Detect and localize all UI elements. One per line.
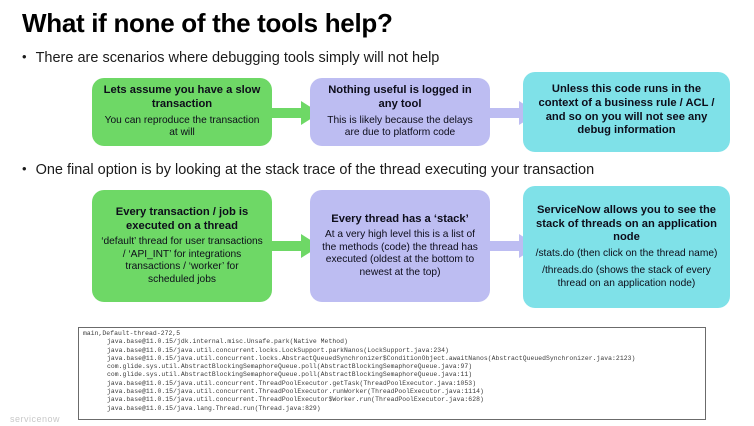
process-box-row2-1: Every transaction / job is executed on a… [92, 190, 272, 302]
process-box-body: ‘default’ thread for user transactions /… [101, 236, 263, 285]
page-title: What if none of the tools help? [22, 8, 393, 38]
stack-trace-line: com.glide.sys.util.AbstractBlockingSemap… [107, 371, 473, 379]
stack-trace-line: java.base@11.0.15/java.util.concurrent.l… [107, 346, 449, 354]
process-box-row1-2: Nothing useful is logged in any tool Thi… [310, 78, 490, 146]
brand-footer: servicenow [10, 414, 61, 424]
process-box-row2-3: ServiceNow allows you to see the stack o… [523, 186, 730, 308]
process-box-body: This is likely because the delays are du… [327, 114, 473, 139]
bullet-item-1: • There are scenarios where debugging to… [22, 49, 440, 66]
arrow-right-green-row1 [268, 101, 320, 125]
stack-trace-line: java.base@11.0.15/java.util.concurrent.T… [107, 396, 484, 404]
process-box-row2-2: Every thread has a ‘stack’ At a very hig… [310, 190, 490, 302]
stack-trace-line: java.base@11.0.15/jdk.internal.misc.Unsa… [107, 338, 348, 346]
process-box-heading: Lets assume you have a slow transaction [103, 84, 261, 111]
stack-trace-line: java.base@11.0.15/java.lang.Thread.run(T… [107, 404, 321, 412]
bullet-text-1: There are scenarios where debugging tool… [35, 50, 440, 66]
process-box-heading: Every transaction / job is executed on a… [115, 205, 249, 232]
process-box-row1-1: Lets assume you have a slow transaction … [92, 78, 272, 146]
process-box-heading: Nothing useful is logged in any tool [328, 84, 472, 111]
process-box-body: At a very high level this is a list of t… [322, 229, 478, 278]
bullet-marker-icon: • [22, 161, 27, 176]
process-box-heading: Unless this code runs in the context of … [538, 83, 715, 137]
bullet-text-2: One final option is by looking at the st… [35, 162, 595, 178]
stack-trace-line: java.base@11.0.15/java.util.concurrent.T… [107, 379, 477, 387]
stack-trace-line: java.base@11.0.15/java.util.concurrent.l… [107, 354, 636, 362]
process-box-row1-3: Unless this code runs in the context of … [523, 72, 730, 152]
bullet-marker-icon: • [22, 49, 27, 64]
process-box-body: You can reproduce the transaction at wil… [104, 114, 260, 139]
stack-trace-line: java.base@11.0.15/java.util.concurrent.T… [107, 388, 484, 396]
arrow-right-green-row2 [268, 234, 320, 258]
stack-trace-panel: main,Default-thread-272,5 java.base@11.0… [78, 327, 706, 420]
process-box-body: /threads.do (shows the stack of every th… [542, 265, 711, 289]
stack-trace-header: main,Default-thread-272,5 [83, 330, 181, 337]
process-box-body: /stats.do (then click on the thread name… [535, 247, 718, 259]
process-box-heading: ServiceNow allows you to see the stack o… [536, 203, 717, 244]
stack-trace-line: com.glide.sys.util.AbstractBlockingSemap… [107, 363, 473, 371]
bullet-item-2: • One final option is by looking at the … [22, 161, 595, 178]
process-box-heading: Every thread has a ‘stack’ [331, 212, 469, 225]
